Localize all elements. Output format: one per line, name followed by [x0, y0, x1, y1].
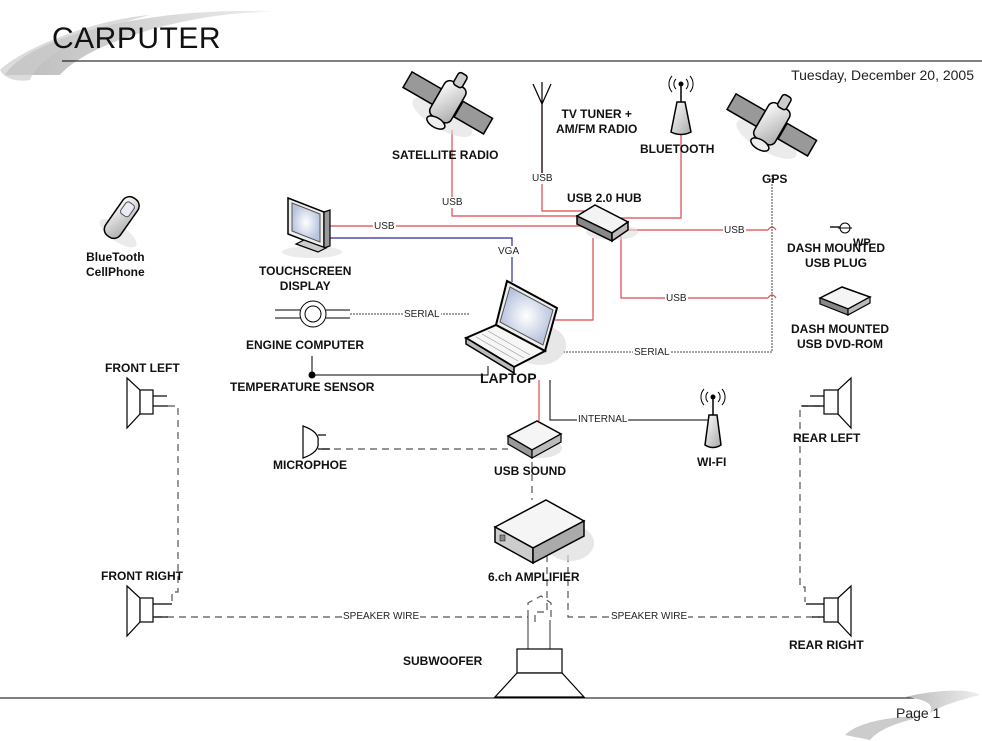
wifi-antenna-icon [700, 388, 726, 449]
touchscreen-label-line2: DISPLAY [279, 279, 331, 293]
wifi-label: WI-FI [697, 455, 727, 469]
subwoofer-label: SUBWOOFER [403, 654, 483, 668]
engine-computer-label: ENGINE COMPUTER [246, 338, 365, 352]
usb-plug-label-line1: DASH MOUNTED [787, 241, 885, 255]
dvd-rom-label-line1: DASH MOUNTED [791, 322, 889, 336]
front-right-label: FRONT RIGHT [101, 569, 183, 583]
header-swoosh [0, 10, 278, 81]
cellphone-icon [99, 195, 140, 248]
wire-label-vga: VGA [497, 246, 521, 257]
tv-antenna-icon [532, 82, 552, 180]
satellite-radio-label: SATELLITE RADIO [392, 148, 499, 162]
subwoofer-icon [493, 648, 586, 698]
temperature-sensor-label: TEMPERATURE SENSOR [230, 380, 375, 394]
subwoofer-leads [527, 617, 551, 649]
microphone-label: MICROPHOE [273, 458, 348, 472]
laptop-label: LAPTOP [480, 370, 537, 386]
rear-left-label: REAR LEFT [793, 431, 861, 445]
rear-right-label: REAR RIGHT [789, 638, 864, 652]
wire-label-serial-gps: SERIAL [633, 347, 671, 358]
gps-icon [726, 92, 818, 160]
wire-label-internal: INTERNAL [577, 414, 629, 425]
serial-wires [350, 175, 773, 353]
touchscreen-monitor-icon [282, 196, 342, 258]
wire-label-usb-dvd: USB [665, 293, 688, 304]
rear-right-speaker-icon [806, 584, 852, 638]
amplifier-icon [493, 499, 594, 565]
temperature-sensor-icon [308, 371, 316, 379]
usb-plug-label: DASH MOUNTED USB PLUG [787, 241, 885, 271]
footer-swoosh [845, 690, 980, 740]
tv-tuner-label: TV TUNER + AM/FM RADIO [556, 107, 637, 137]
wire-label-usb-display: USB [373, 221, 396, 232]
wire-label-usb-plug: USB [723, 225, 746, 236]
usb-hub-label: USB 2.0 HUB [567, 191, 642, 205]
wire-label-usb-satellite: USB [441, 197, 464, 208]
page-title: CARPUTER [52, 22, 222, 55]
dvd-rom-label: DASH MOUNTED USB DVD-ROM [791, 322, 889, 352]
front-left-speaker-icon [126, 376, 168, 430]
bluetooth-label: BLUETOOTH [640, 142, 715, 156]
dvd-rom-icon [818, 286, 872, 317]
gps-label: GPS [762, 172, 788, 186]
usb-sound-icon [506, 420, 563, 460]
usb-plug-icon [830, 222, 852, 234]
rear-left-speaker-icon [802, 376, 852, 430]
usb-plug-label-line2: USB PLUG [804, 256, 867, 270]
wire-label-speaker-right: SPEAKER WIRE [610, 611, 689, 622]
laptop-icon [463, 279, 566, 375]
usb-sound-label: USB SOUND [494, 464, 567, 478]
front-right-speaker-icon [126, 584, 172, 638]
tv-tuner-label-line1: TV TUNER + [561, 107, 632, 121]
touchscreen-label: TOUCHSCREEN DISPLAY [259, 264, 351, 294]
front-left-label: FRONT LEFT [105, 361, 180, 375]
cellphone-label-line2: CellPhone [86, 265, 145, 279]
wire-label-serial-engine: SERIAL [403, 309, 441, 320]
tv-tuner-label-line2: AM/FM RADIO [556, 122, 638, 136]
vga-wire [330, 237, 513, 282]
cellphone-label: BlueTooth CellPhone [86, 250, 145, 280]
date-label: Tuesday, December 20, 2005 [791, 67, 974, 83]
cellphone-label-line1: BlueTooth [86, 250, 145, 264]
usb-hub-icon [575, 204, 638, 243]
microphone-icon [302, 425, 330, 459]
touchscreen-label-line1: TOUCHSCREEN [259, 264, 352, 278]
dvd-rom-label-line2: USB DVD-ROM [797, 337, 883, 351]
wire-label-usb-tuner: USB [531, 173, 554, 184]
usb-plug-overlay: WP [853, 237, 871, 249]
engine-computer-icon [275, 300, 350, 328]
bluetooth-antenna-icon [668, 75, 694, 136]
wire-label-speaker-left: SPEAKER WIRE [342, 611, 421, 622]
solid-wires [311, 356, 712, 421]
amplifier-label: 6.ch AMPLIFIER [488, 570, 580, 584]
satellite-radio-icon [402, 70, 494, 138]
page-number: Page 1 [896, 705, 941, 721]
